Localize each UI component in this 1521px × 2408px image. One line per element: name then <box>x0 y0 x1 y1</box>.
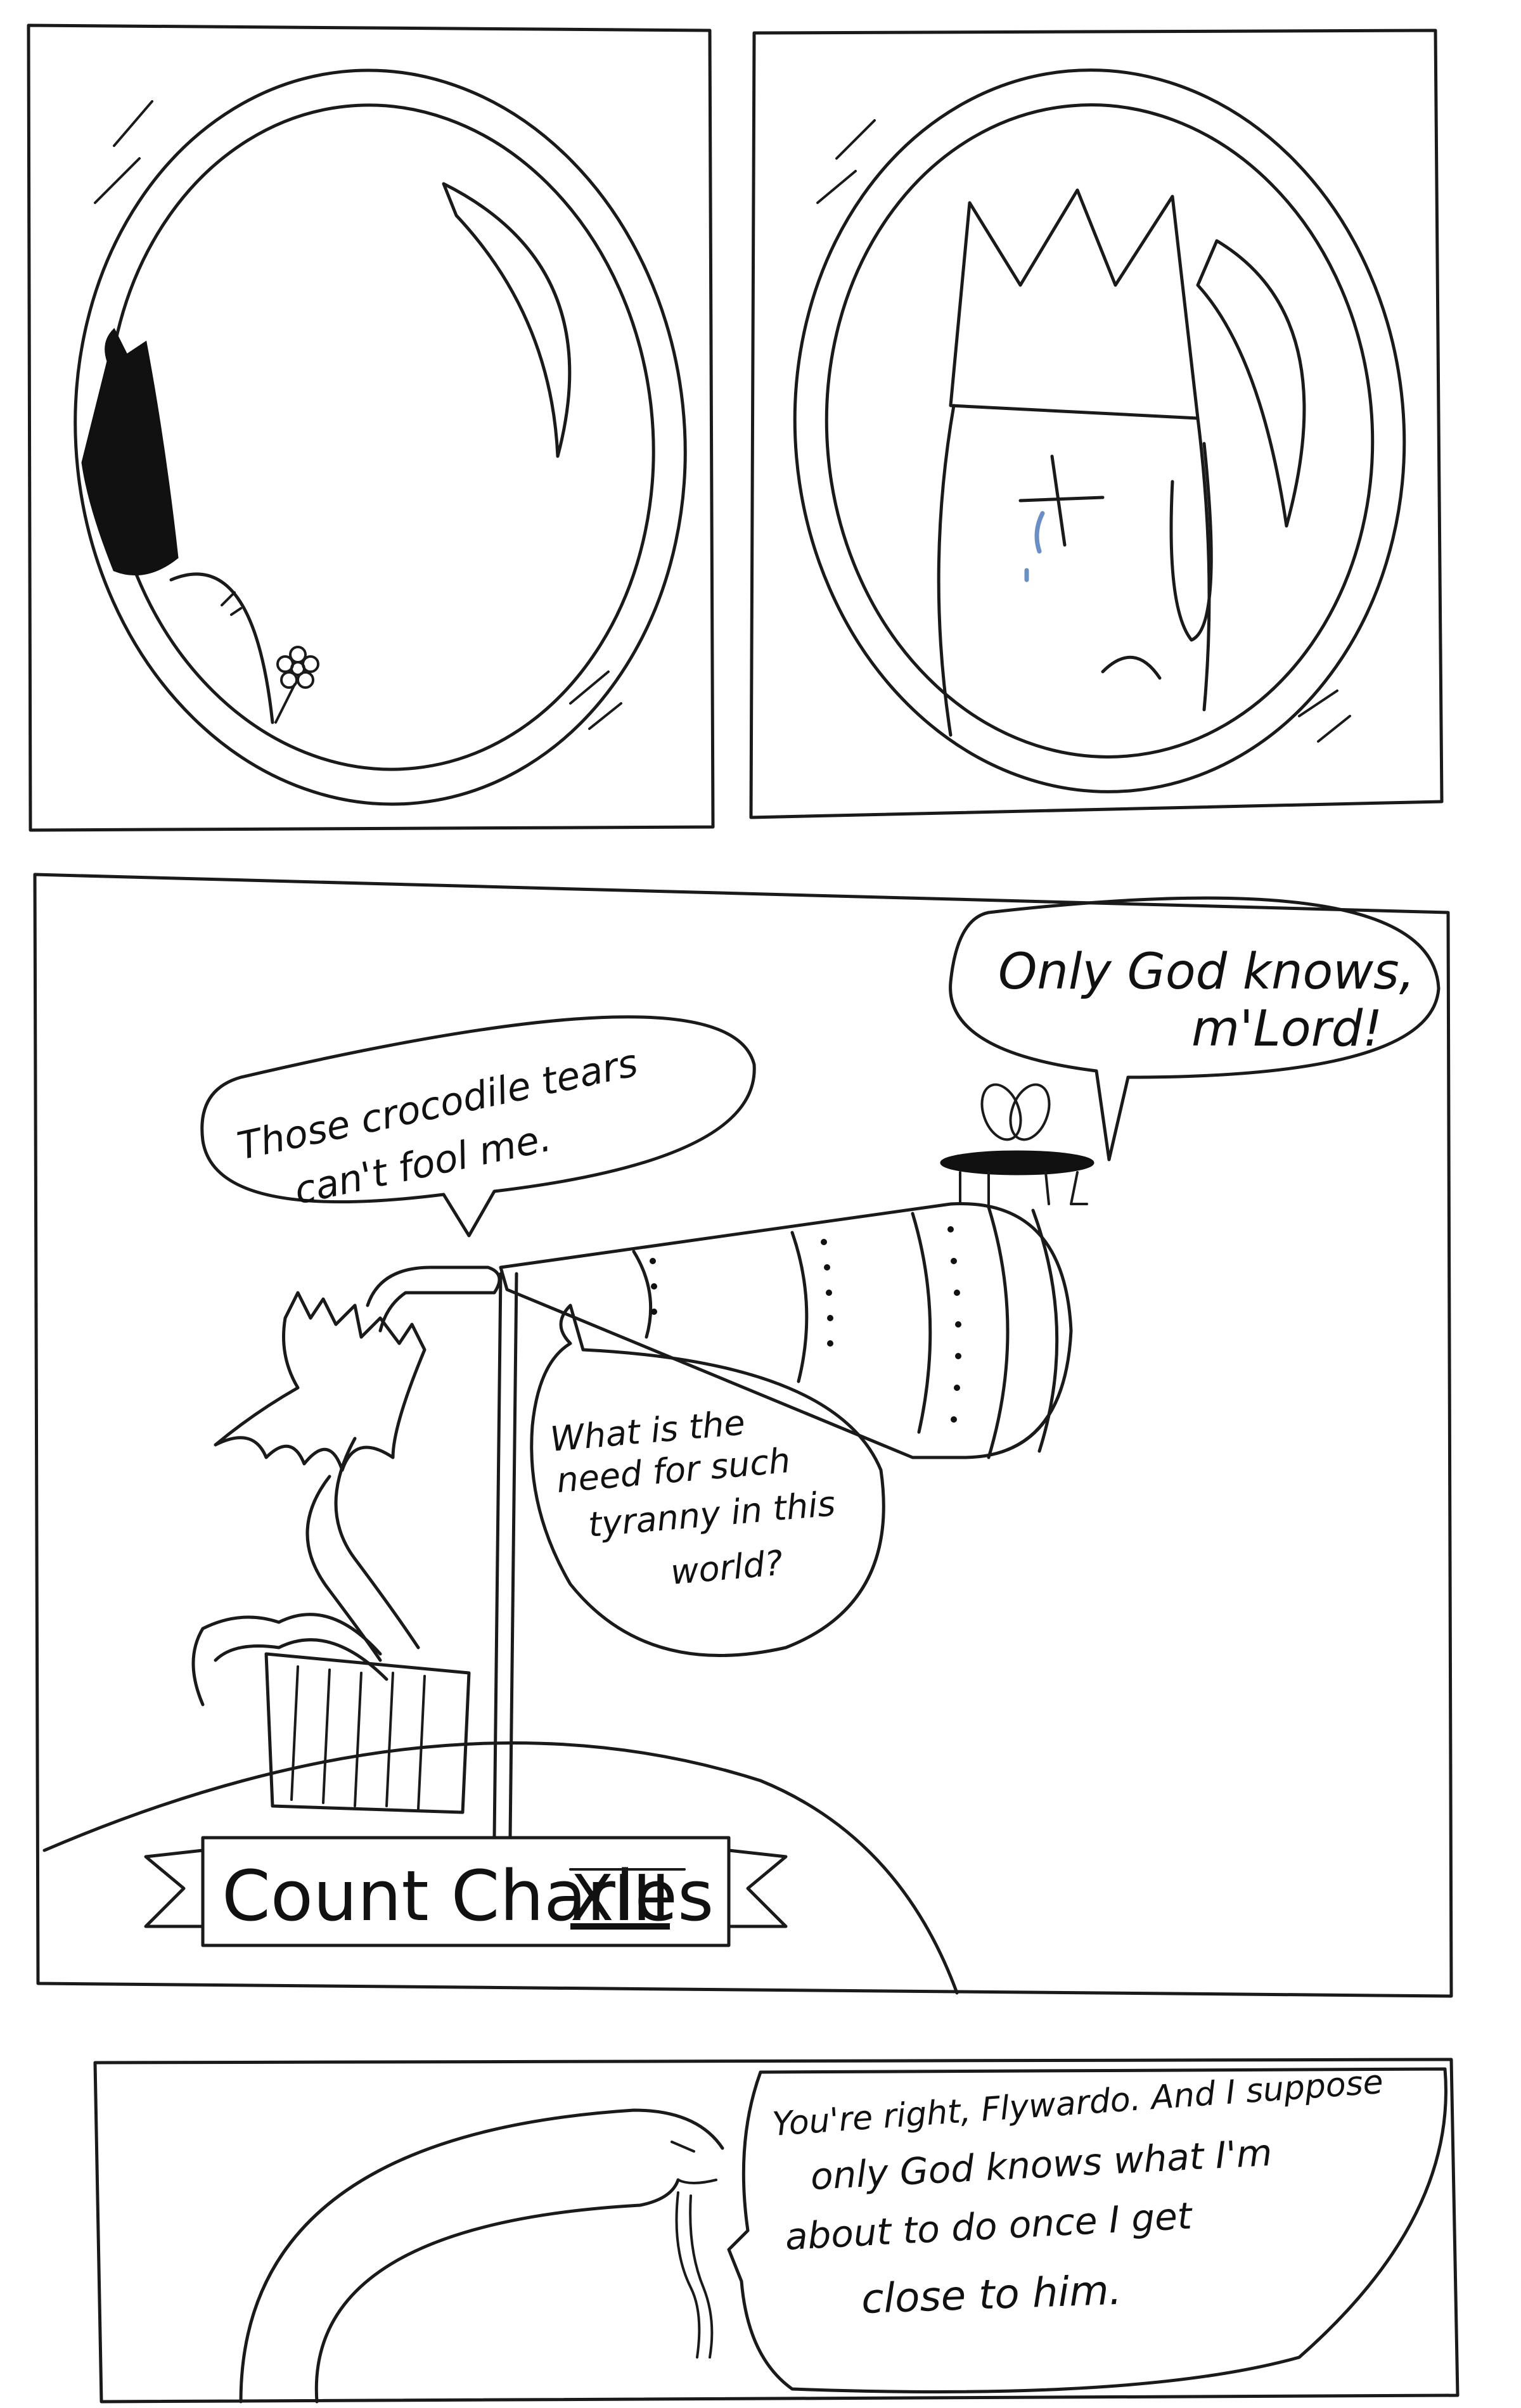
speech-bubble-fly: Only God knows, m'Lord! <box>949 896 1441 1162</box>
speech-bubble-tyranny: What is the need for such tyranny in thi… <box>530 1303 885 1657</box>
panel-2 <box>749 29 1444 819</box>
megaphone-rivets <box>650 1226 961 1423</box>
panel-3: Only God knows, m'Lord! Those crocodile … <box>33 873 1453 1998</box>
speech-reply-line4: close to him. <box>861 2267 1122 2323</box>
mirror-frame-right <box>793 68 1406 793</box>
panel-4: You're right, Flywardo. And I suppose on… <box>93 2058 1460 2404</box>
island <box>42 1741 959 1995</box>
panel-4-border <box>93 2058 1460 2404</box>
hill <box>169 572 274 724</box>
speech-reply-line2: only God knows what I'm <box>809 2131 1273 2198</box>
tear-drop <box>1024 511 1045 582</box>
banner-tail-left <box>144 1848 205 1928</box>
speech-reply-line3: about to do once I get <box>784 2194 1194 2258</box>
grass <box>221 591 242 616</box>
nose <box>1169 442 1213 642</box>
banner-tail-right <box>727 1848 788 1928</box>
panel-3-border <box>33 873 1453 1998</box>
motion-lines <box>94 100 622 730</box>
fly-character <box>940 1083 1094 1208</box>
snake-eye <box>671 2141 717 2184</box>
flower-icon <box>274 646 319 724</box>
snake-body <box>305 1437 420 1662</box>
mirror-shine <box>442 182 572 458</box>
face-outline <box>937 404 1211 737</box>
snake-tail <box>191 1613 388 1707</box>
megaphone-pole <box>492 1272 518 1840</box>
speech-tyranny-line4: world? <box>669 1543 785 1592</box>
feather-crown <box>214 1291 427 1472</box>
megaphone <box>499 1202 1073 1459</box>
snake-tongue <box>675 2191 714 2359</box>
panel-2-border <box>749 29 1444 819</box>
crown-icon <box>949 188 1200 420</box>
panel-1-border <box>27 23 715 832</box>
panel-1 <box>27 23 715 832</box>
speech-only-god-line2: m'Lord! <box>1191 1001 1382 1058</box>
snake-arch <box>239 2108 724 2404</box>
throne-chest <box>264 1652 471 1814</box>
megaphone-bell-rings <box>987 1205 1059 1459</box>
speech-bubble-reply: You're right, Flywardo. And I suppose on… <box>727 2063 1447 2393</box>
speech-only-god-line1: Only God knows, <box>998 944 1415 1001</box>
megaphone-bands <box>632 1212 932 1434</box>
mirror-shine-right <box>1196 239 1306 528</box>
eye <box>1018 454 1105 547</box>
speech-reply-line1: You're right, Flywardo. And I suppose <box>771 2063 1385 2144</box>
snake-arm <box>366 1265 501 1333</box>
banner-numeral: XIII <box>570 1861 670 1935</box>
frown <box>1101 655 1162 680</box>
motion-lines-right <box>816 119 1351 743</box>
speech-bubble-crocodile: Those crocodile tears can't fool me. <box>200 1015 756 1238</box>
name-banner: Count Charles XIII <box>144 1836 788 1947</box>
silhouette-figure <box>81 328 179 576</box>
fly-legs <box>959 1171 1088 1208</box>
